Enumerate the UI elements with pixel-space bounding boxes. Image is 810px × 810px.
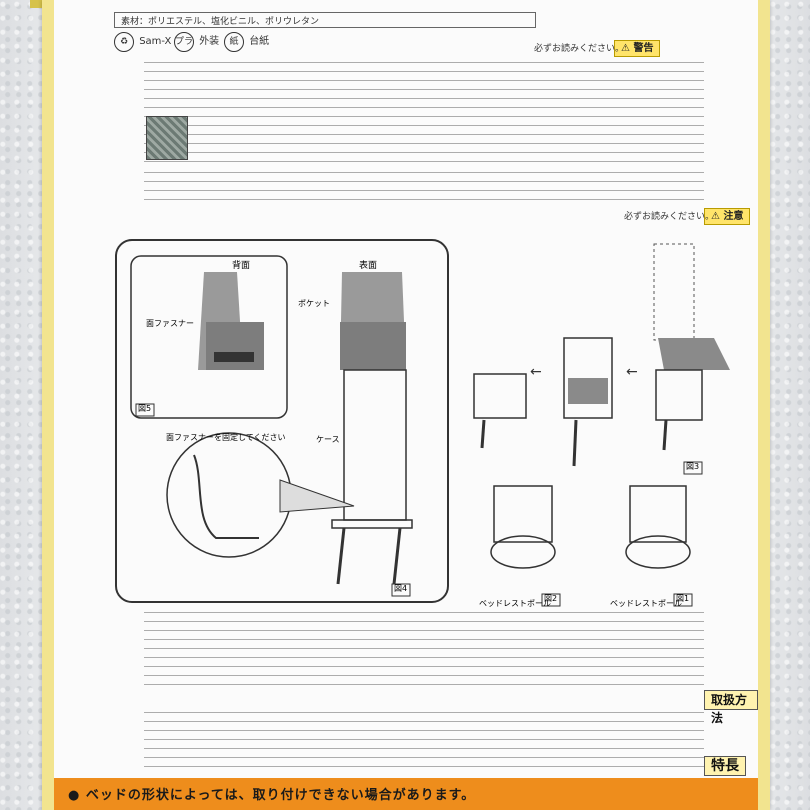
caution-note: 必ずお読みください。	[624, 212, 715, 222]
fig5-label: 図5	[138, 404, 152, 413]
fig5-box	[135, 403, 155, 417]
diagram-area: ← ←	[115, 239, 730, 607]
fig3-leg-a	[662, 419, 668, 451]
diagram-frame	[115, 239, 449, 603]
recycle-mark-3: 紙 台紙	[224, 32, 269, 52]
case-base	[331, 519, 413, 529]
fig3-flap	[658, 338, 730, 370]
features-title: 特長	[704, 756, 746, 776]
fig2-loop	[490, 535, 556, 569]
recycle-icon: ♻	[114, 32, 134, 52]
fig3-leg-c	[480, 419, 486, 449]
caution-title: ⚠ 注意	[704, 208, 751, 225]
fig3-chair-a	[655, 369, 703, 421]
warning-title-text: 警告	[633, 43, 654, 54]
paper-recycle-icon: 紙	[224, 32, 244, 52]
fig3-label: 図3	[686, 462, 700, 471]
plastic-recycle-icon: プラ	[174, 32, 194, 52]
zoom-detail-line	[193, 454, 259, 539]
usage-text-block	[144, 612, 704, 692]
leg-right	[392, 527, 402, 585]
instruction-sheet: 素材：ポリエステル、塩化ビニル、ポリウレタン ♻ Sam-X プラ 外装 紙 台…	[54, 0, 758, 810]
usage-title: 取扱方法	[704, 690, 758, 725]
fig2-label: 図2	[544, 594, 558, 603]
back-pocket-shape	[206, 322, 264, 370]
recycle-label-2: 外装	[199, 36, 220, 47]
features-text-block	[144, 712, 704, 770]
bed-leg-label-2: ベッドレストポール	[479, 599, 551, 608]
fig3-chair-c	[473, 373, 527, 419]
fig4-label: 図4	[394, 584, 408, 593]
recycle-mark-1: ♻ Sam-X	[114, 32, 171, 52]
fig3-chair-b	[563, 337, 613, 419]
materials-label: 素材：ポリエステル、塩化ビニル、ポリウレタン	[121, 17, 320, 27]
fig5-frame	[130, 255, 288, 419]
fastener-patch	[214, 352, 254, 362]
fastener-label: 面ファスナー	[146, 319, 194, 328]
fig1-label: 図1	[676, 594, 690, 603]
case-label: ケース	[316, 435, 340, 444]
instruction-card: 素材：ポリエステル、塩化ビニル、ポリウレタン ♻ Sam-X プラ 外装 紙 台…	[42, 0, 770, 810]
fig2-body	[493, 485, 553, 543]
fig4-box	[391, 583, 411, 597]
hook-note-label: 面ファスナーを固定してください	[166, 433, 286, 442]
warning-note: 必ずお読みください。	[534, 44, 625, 54]
leg-left	[336, 527, 346, 585]
fig3-leg-b	[572, 419, 578, 467]
zoom-pointer	[279, 479, 355, 513]
case-body	[343, 369, 407, 521]
arrow-left-2: ←	[626, 364, 638, 380]
fig1-body	[629, 485, 687, 543]
materials-box: 素材：ポリエステル、塩化ビニル、ポリウレタン	[114, 12, 536, 28]
fig3-top-outline	[653, 243, 695, 341]
back-label: 背面	[232, 261, 251, 271]
warning-text-block-2	[144, 172, 704, 200]
bottom-notice: ● ベッドの形状によっては、取り付けできない場合があります。	[68, 788, 476, 803]
bottom-notice-band: ● ベッドの形状によっては、取り付けできない場合があります。	[54, 778, 758, 810]
pocket-label: ポケット	[298, 299, 330, 308]
fig3-box	[683, 461, 703, 475]
recycle-mark-2: プラ 外装	[174, 32, 219, 52]
fig1-box	[673, 593, 693, 607]
warning-text-block	[144, 62, 704, 170]
fig2-box	[541, 593, 561, 607]
fig3-chair-b-fill	[568, 378, 608, 404]
recycle-label-1: Sam-X	[139, 36, 172, 47]
front-pocket-shape	[340, 322, 406, 370]
arrow-left-1: ←	[530, 364, 542, 380]
warning-title: ⚠ 警告	[614, 40, 661, 57]
fig1-loop	[625, 535, 691, 569]
recycle-label-3: 台紙	[249, 36, 270, 47]
front-label: 表面	[359, 261, 378, 271]
caution-title-text: 注意	[723, 211, 744, 222]
bed-leg-label-1: ベッドレストポール	[610, 599, 682, 608]
hologram-sticker	[146, 116, 188, 160]
